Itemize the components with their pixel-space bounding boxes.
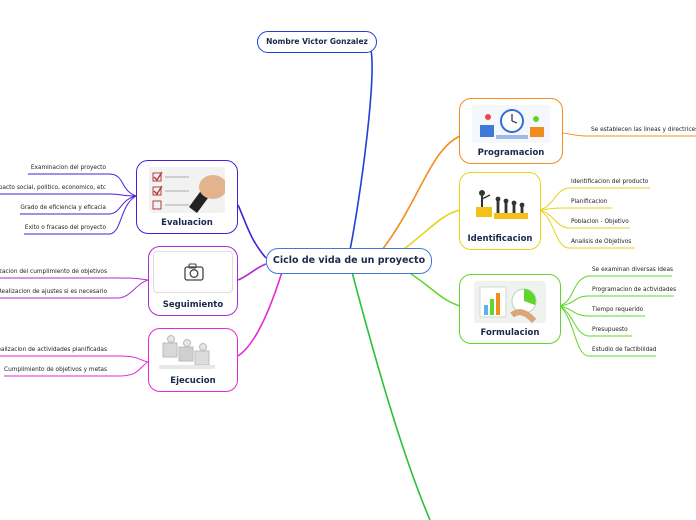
topic-programacion-title: Programacion (477, 148, 545, 158)
name-node[interactable]: Nombre Victor Gonzalez (257, 31, 377, 53)
camera-icon (153, 251, 233, 293)
link-identificacion (399, 209, 461, 253)
name-node-label: Nombre Victor Gonzalez (266, 37, 368, 46)
link-evaluacion (237, 204, 267, 259)
topic-seguimiento-title: Seguimiento (162, 300, 224, 310)
topic-evaluacion[interactable]: Evaluacion (136, 160, 238, 234)
topic-formulacion-title: Formulacion (480, 328, 540, 338)
topic-seguimiento[interactable]: Seguimiento (148, 246, 238, 316)
formulacion-item[interactable]: Tiempo requerido (592, 307, 644, 313)
link-seguimiento (237, 263, 267, 281)
evaluacion-item[interactable]: Exito o fracaso del proyecto (24, 225, 106, 231)
leader-figures-illustration-icon (470, 179, 530, 229)
seguimiento-item[interactable]: Realizacion de ajustes si es necesario (0, 289, 107, 295)
topic-ejecucion-title: Ejecucion (170, 376, 216, 386)
programacion-item[interactable]: Se establecen las lineas y directrices q… (591, 127, 696, 133)
evaluacion-item[interactable]: Impacto social, politico, economico, etc (0, 185, 106, 191)
evaluacion-item[interactable]: Grado de eficiencia y eficacia (20, 205, 106, 211)
formulacion-item[interactable]: Estudio de factibilidad (592, 347, 657, 353)
formulacion-item[interactable]: Se examinan diversas ideas (592, 267, 674, 273)
topic-programacion[interactable]: Programacion (459, 98, 563, 164)
central-topic[interactable]: Ciclo de vida de un proyecto (266, 248, 432, 274)
topic-formulacion[interactable]: Formulacion (459, 274, 561, 344)
identificacion-item[interactable]: Poblacion - Objetivo (571, 219, 629, 225)
identificacion-item[interactable]: Identificacion del producto (571, 179, 649, 185)
checklist-pen-photo-icon (149, 167, 225, 213)
topic-evaluacion-title: Evaluacion (161, 218, 213, 228)
formulacion-item[interactable]: Presupuesto (592, 327, 628, 333)
identificacion-item[interactable]: Analisis de Objetivos (571, 239, 632, 245)
ejecucion-item[interactable]: Cumplimiento de objetivos y metas (4, 367, 107, 373)
topic-ejecucion[interactable]: Ejecucion (148, 328, 238, 392)
evaluacion-item[interactable]: Examinacion del proyecto (30, 165, 106, 171)
topic-identificacion[interactable]: Identificacion (459, 172, 541, 250)
analysis-charts-photo-icon (474, 281, 546, 323)
link-top (349, 45, 373, 251)
identificacion-item[interactable]: Planificacion (571, 199, 608, 205)
ejecucion-item[interactable]: Realizacion de actividades planificadas (0, 347, 107, 353)
formulacion-item[interactable]: Programacion de actividades (592, 287, 677, 293)
planning-illustration-icon (472, 105, 550, 143)
puzzle-figures-illustration-icon (155, 333, 221, 371)
central-topic-label: Ciclo de vida de un proyecto (272, 255, 426, 266)
link-bottom (351, 271, 431, 520)
seguimiento-item[interactable]: Monitorizacion del cumplimiento de objet… (0, 269, 107, 275)
topic-identificacion-title: Identificacion (467, 234, 533, 244)
link-programacion (381, 135, 461, 251)
link-ejecucion (237, 271, 283, 357)
link-formulacion (404, 269, 461, 307)
